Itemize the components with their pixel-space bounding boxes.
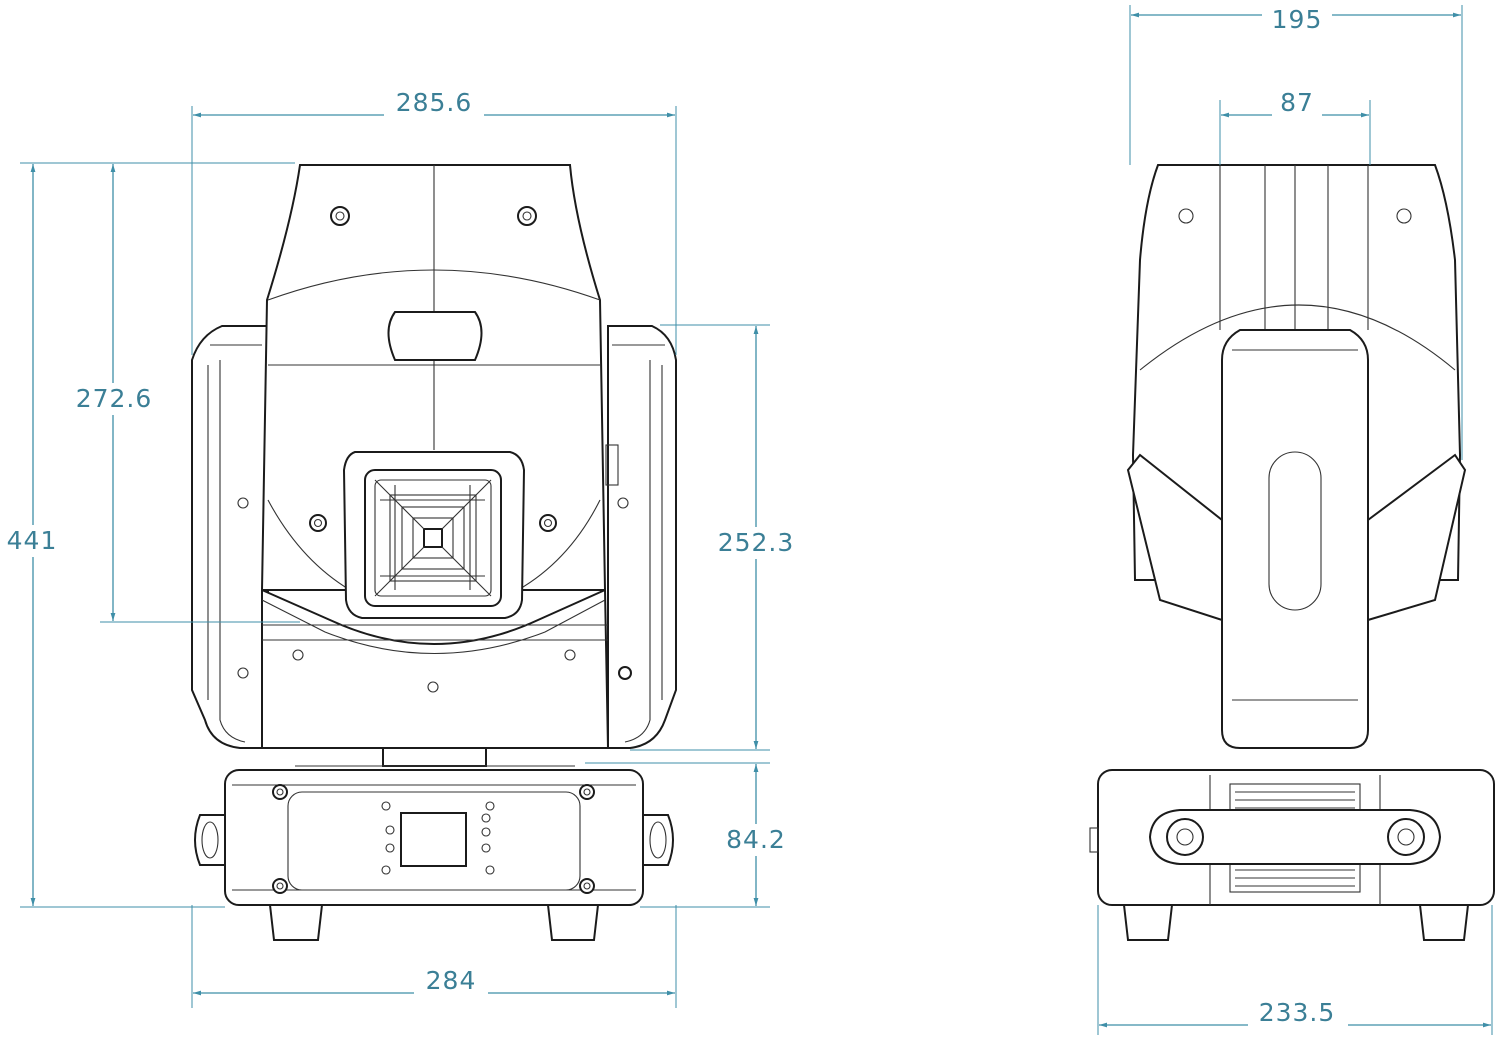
label-side-base-width: 233.5	[1259, 998, 1336, 1027]
dimension-labels: 285.6 441 272.6 252.3 84.2 284 195 87 23…	[2, 2, 1348, 1028]
label-front-total-height: 441	[7, 526, 58, 555]
front-yoke-right-arm	[607, 325, 677, 749]
label-front-head-height: 272.6	[76, 384, 153, 413]
label-front-yoke-height: 252.3	[718, 528, 795, 557]
front-head-badge	[387, 311, 483, 361]
front-foot-right	[546, 904, 600, 941]
front-yoke-left-arm	[191, 325, 269, 749]
front-foot-left	[268, 904, 324, 941]
side-yoke-arm	[1221, 329, 1369, 749]
side-yoke-slot	[1268, 451, 1322, 611]
label-front-top-width: 285.6	[396, 88, 473, 117]
front-display	[400, 812, 467, 867]
label-front-base-height: 84.2	[726, 825, 786, 854]
label-side-top-width: 195	[1272, 5, 1323, 34]
label-front-base-width: 284	[426, 966, 477, 995]
label-side-inner-width: 87	[1280, 88, 1314, 117]
front-head-lower-panel	[261, 588, 610, 749]
side-foot-right	[1418, 904, 1470, 941]
side-view	[1089, 164, 1495, 941]
side-foot-left	[1122, 904, 1174, 941]
front-view	[191, 164, 677, 941]
side-handle-bar	[1148, 809, 1442, 865]
front-neck	[382, 747, 487, 767]
